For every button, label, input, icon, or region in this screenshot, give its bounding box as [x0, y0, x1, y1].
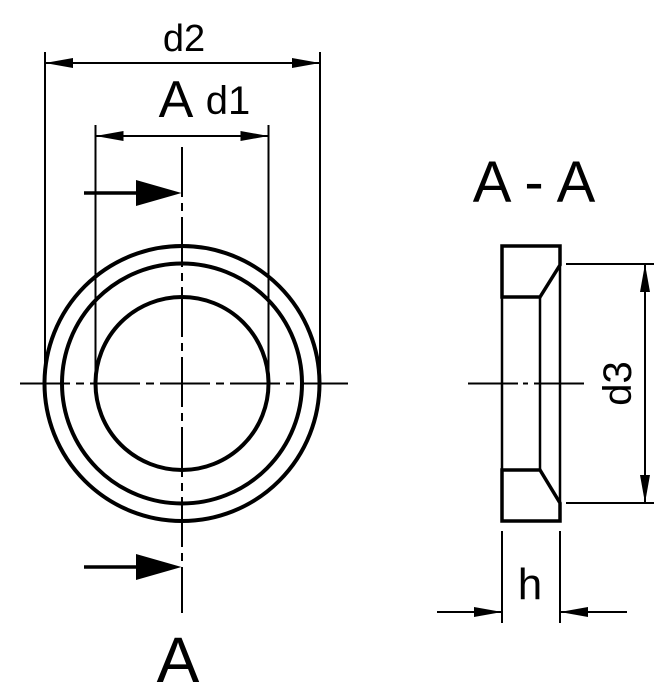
h-arrow-left-icon — [560, 607, 588, 617]
section-letter-bottom: A — [157, 624, 200, 696]
section-view-title: A - A — [473, 150, 596, 215]
d1-arrow-right-icon — [240, 131, 269, 141]
d1-label: d1 — [206, 79, 251, 123]
section-letter-top: A — [159, 71, 194, 129]
section-view: A - A — [437, 150, 654, 623]
dimension-d2: d2 — [44, 18, 321, 396]
bottom-cross-section-outline — [500, 468, 562, 523]
chamfer-edge-circle — [60, 261, 304, 506]
top-cross-section-outline — [500, 244, 562, 299]
d3-label: d3 — [596, 361, 640, 406]
section-arrow-bottom-icon — [136, 554, 182, 580]
section-cut-bottom — [500, 468, 562, 523]
d2-label: d2 — [163, 18, 205, 60]
h-arrow-right-icon — [474, 607, 502, 617]
section-cut-top — [500, 244, 562, 299]
section-cut-marks: A A — [84, 71, 200, 696]
d2-arrow-left-icon — [45, 58, 73, 68]
section-arrow-top-icon — [136, 180, 182, 206]
d2-arrow-right-icon — [292, 58, 320, 68]
dimension-d1: d1 — [94, 79, 270, 396]
h-label: h — [518, 560, 542, 609]
d3-arrow-down-icon — [640, 475, 650, 503]
front-view: d2 d1 A A — [20, 18, 348, 696]
dimension-d3: d3 — [566, 263, 654, 504]
d1-arrow-left-icon — [95, 131, 124, 141]
d3-arrow-up-icon — [640, 264, 650, 292]
dimension-h: h — [437, 531, 627, 623]
